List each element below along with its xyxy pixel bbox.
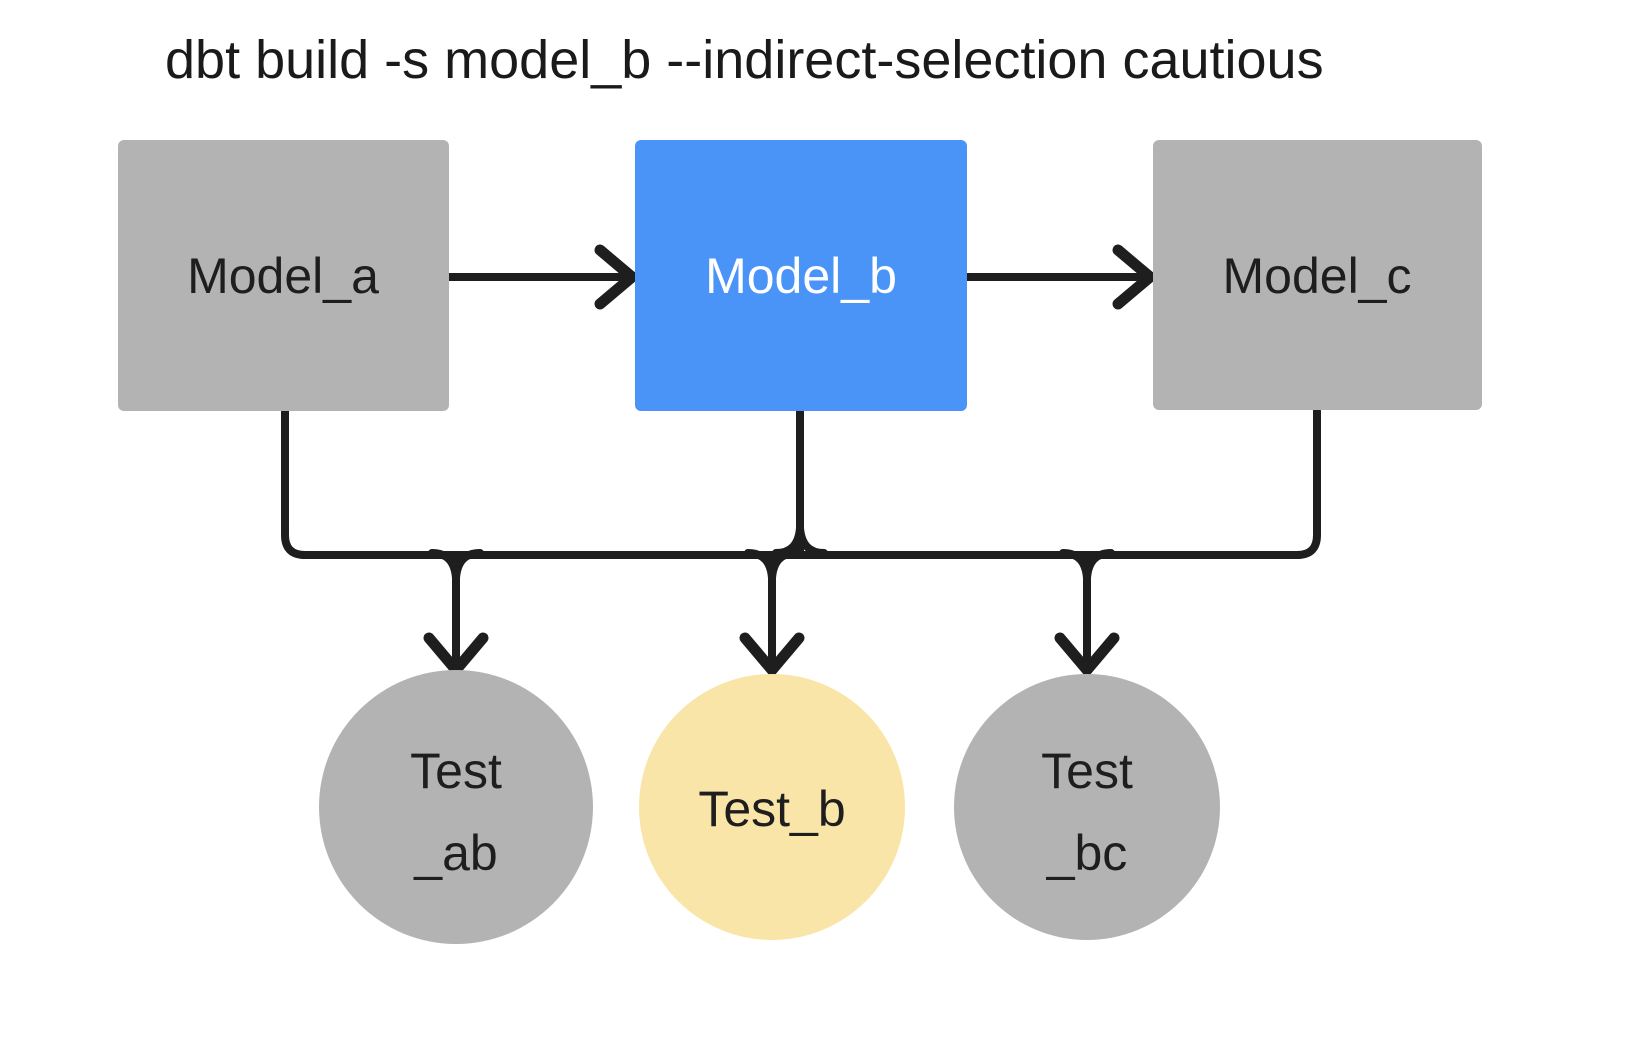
edge-model-b-to-model-c: [963, 244, 1156, 310]
test-bc-label-line2: _bc: [1046, 825, 1128, 881]
edge-model-a-to-test-ab: [281, 407, 460, 559]
model-a-rect[interactable]: [118, 140, 449, 411]
model-c-label: Model_c: [1223, 248, 1412, 304]
diagram-title: dbt build -s model_b --indirect-selectio…: [165, 30, 1324, 90]
model-b-label: Model_b: [705, 248, 897, 304]
test-ab-label-line1: Test: [410, 743, 502, 799]
edge-junction-fillets: [428, 524, 1115, 582]
model-b-rect[interactable]: [635, 140, 967, 411]
edge-model-c-to-test-bc: [1083, 407, 1321, 559]
test-bc-circle[interactable]: [954, 674, 1220, 940]
model-a-label: Model_a: [187, 248, 379, 304]
test-b-circle[interactable]: [639, 674, 905, 940]
test-ab-circle[interactable]: [319, 670, 593, 944]
edge-model-a-to-model-b: [445, 244, 638, 310]
test-bc-label-line1: Test: [1041, 743, 1133, 799]
test-node-test-b[interactable]: Test_b: [639, 674, 905, 940]
edge-layer: [281, 244, 1321, 676]
test-node-test-ab[interactable]: Test _ab: [319, 670, 593, 944]
model-node-model-b[interactable]: Model_b: [635, 140, 967, 411]
test-node-test-bc[interactable]: Test _bc: [954, 674, 1220, 940]
test-b-label: Test_b: [698, 781, 845, 837]
test-ab-label-line2: _ab: [413, 825, 497, 881]
edge-model-b-to-test-b: [739, 407, 805, 676]
model-node-model-a[interactable]: Model_a: [118, 140, 449, 411]
model-node-model-c[interactable]: Model_c: [1153, 140, 1482, 410]
model-c-rect[interactable]: [1153, 140, 1482, 410]
